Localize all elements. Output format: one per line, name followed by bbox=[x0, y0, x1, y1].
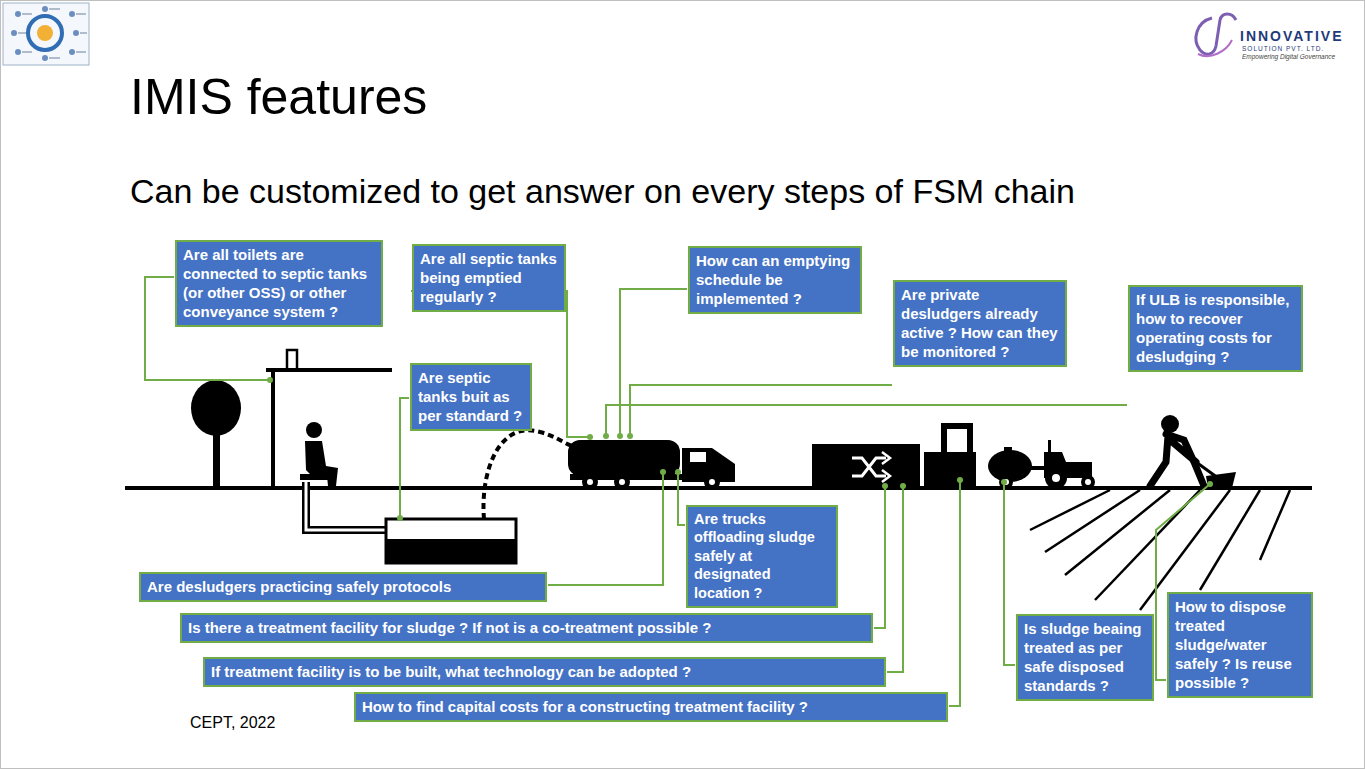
question-text: Are desludgers practicing safely protoco… bbox=[147, 577, 539, 596]
question-box: Are all septic tanks being emptied regul… bbox=[412, 244, 566, 312]
question-box: How to dispose treated sludge/water safe… bbox=[1167, 592, 1313, 698]
question-box: Are septic tanks buit as per standard ? bbox=[410, 363, 532, 431]
question-text: If ULB is responsible, how to recover op… bbox=[1136, 290, 1295, 366]
question-text: Are septic tanks buit as per standard ? bbox=[418, 368, 524, 425]
toilet-shelter bbox=[266, 350, 392, 488]
question-box: Are desludgers practicing safely protoco… bbox=[139, 572, 547, 602]
question-box: Is there a treatment facility for sludge… bbox=[180, 613, 873, 643]
question-box: How to find capital costs for a construc… bbox=[354, 692, 948, 722]
tractor bbox=[988, 440, 1095, 489]
logo-name: INNOVATIVE bbox=[1240, 28, 1344, 44]
logo-thumbnail bbox=[3, 3, 89, 65]
suction-hose bbox=[483, 430, 572, 519]
question-box: Are all toilets are connected to septic … bbox=[175, 240, 383, 327]
question-text: How can an emptying schedule be implemen… bbox=[696, 251, 854, 308]
logo-tagline: Empowering Digital Governance bbox=[1242, 53, 1335, 60]
farmer bbox=[1150, 415, 1236, 488]
question-text: Are private desludgers already active ? … bbox=[901, 285, 1059, 361]
slide-subtitle: Can be customized to get answer on every… bbox=[130, 172, 1075, 211]
question-text: Is there a treatment facility for sludge… bbox=[188, 618, 865, 637]
slide-title: IMIS features bbox=[130, 68, 427, 126]
question-text: How to find capital costs for a construc… bbox=[362, 697, 940, 716]
vacuum-truck bbox=[568, 440, 735, 490]
question-box: Are private desludgers already active ? … bbox=[893, 280, 1067, 367]
question-box: Are trucks offloading sludge safely at d… bbox=[686, 505, 838, 608]
logo-swirl bbox=[1196, 14, 1236, 56]
question-text: How to dispose treated sludge/water safe… bbox=[1175, 597, 1305, 692]
tree bbox=[191, 380, 241, 488]
question-text: Is sludge beaing treated as per safe dis… bbox=[1024, 619, 1146, 695]
question-text: If treatment facility is to be built, wh… bbox=[211, 662, 878, 681]
septic-tank bbox=[386, 519, 516, 563]
source-note: CEPT, 2022 bbox=[190, 714, 275, 732]
question-box: If ULB is responsible, how to recover op… bbox=[1128, 285, 1303, 372]
leader-dots bbox=[267, 377, 1213, 521]
logo-subname: SOLUTION PVT. LTD. bbox=[1242, 45, 1324, 52]
question-box: How can an emptying schedule be implemen… bbox=[688, 246, 862, 314]
question-text: Are trucks offloading sludge safely at d… bbox=[694, 510, 830, 602]
drain-pipe bbox=[306, 482, 388, 530]
leader-lines bbox=[145, 277, 1210, 706]
question-box: If treatment facility is to be built, wh… bbox=[203, 657, 886, 687]
question-text: Are all septic tanks being emptied regul… bbox=[420, 249, 558, 306]
question-box: Is sludge beaing treated as per safe dis… bbox=[1016, 614, 1154, 701]
treatment-plant bbox=[812, 426, 976, 488]
person-on-toilet bbox=[300, 422, 338, 486]
question-text: Are all toilets are connected to septic … bbox=[183, 245, 375, 321]
